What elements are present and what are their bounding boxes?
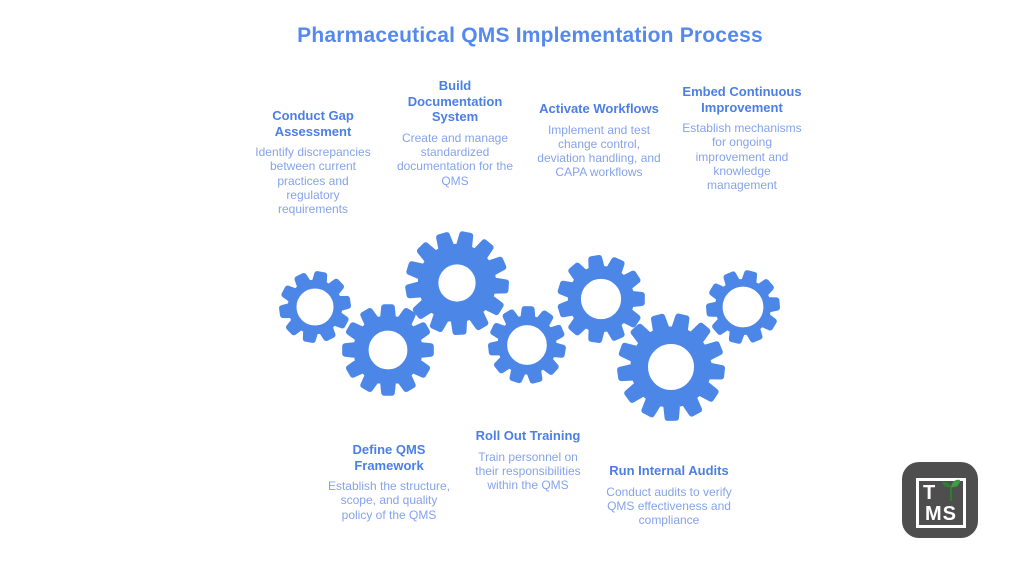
step-define-qms-framework: Define QMS Framework Establish the struc…: [327, 442, 451, 522]
gear-icon: [617, 313, 725, 421]
step-description: Identify discrepancies between current p…: [255, 145, 371, 217]
step-heading: Define QMS Framework: [352, 442, 426, 473]
gear-icon: [279, 271, 351, 343]
step-description: Implement and test change control, devia…: [537, 122, 661, 180]
step-conduct-gap-assessment: Conduct Gap Assessment Identify discrepa…: [255, 108, 371, 217]
step-description: Train personnel on their responsibilitie…: [475, 449, 581, 493]
step-activate-workflows: Activate Workflows Implement and test ch…: [537, 101, 661, 180]
gear-icon: [488, 306, 566, 384]
step-run-internal-audits: Run Internal Audits Conduct audits to ve…: [606, 463, 732, 527]
step-roll-out-training: Roll Out Training Train personnel on the…: [466, 428, 590, 492]
logo-frame: [916, 478, 966, 528]
logo-letter-t: T: [923, 482, 936, 504]
step-description: Establish the structure, scope, and qual…: [327, 479, 451, 522]
step-heading: Build Documentation System: [407, 78, 503, 125]
step-embed-continuous-improvement: Embed Continuous Improvement Establish m…: [681, 84, 803, 193]
gear-icon: [342, 304, 434, 396]
step-heading: Activate Workflows: [539, 101, 659, 116]
gear-icon: [405, 231, 509, 335]
step-heading: Roll Out Training: [475, 428, 581, 443]
gear-icon: [557, 255, 645, 343]
sprout-icon: [942, 479, 960, 502]
step-description: Establish mechanisms for ongoing improve…: [682, 121, 802, 193]
step-build-documentation-system: Build Documentation System Create and ma…: [393, 78, 517, 188]
step-description: Create and manage standardized documenta…: [396, 130, 514, 188]
step-heading: Run Internal Audits: [609, 463, 729, 478]
step-heading: Embed Continuous Improvement: [682, 84, 802, 115]
gear-icon: [706, 270, 780, 344]
step-heading: Conduct Gap Assessment: [272, 108, 354, 139]
page-title: Pharmaceutical QMS Implementation Proces…: [297, 24, 763, 47]
step-description: Conduct audits to verify QMS effectivene…: [606, 484, 732, 528]
tms-logo: T MS: [902, 462, 978, 538]
logo-letters-ms: MS: [925, 503, 957, 525]
